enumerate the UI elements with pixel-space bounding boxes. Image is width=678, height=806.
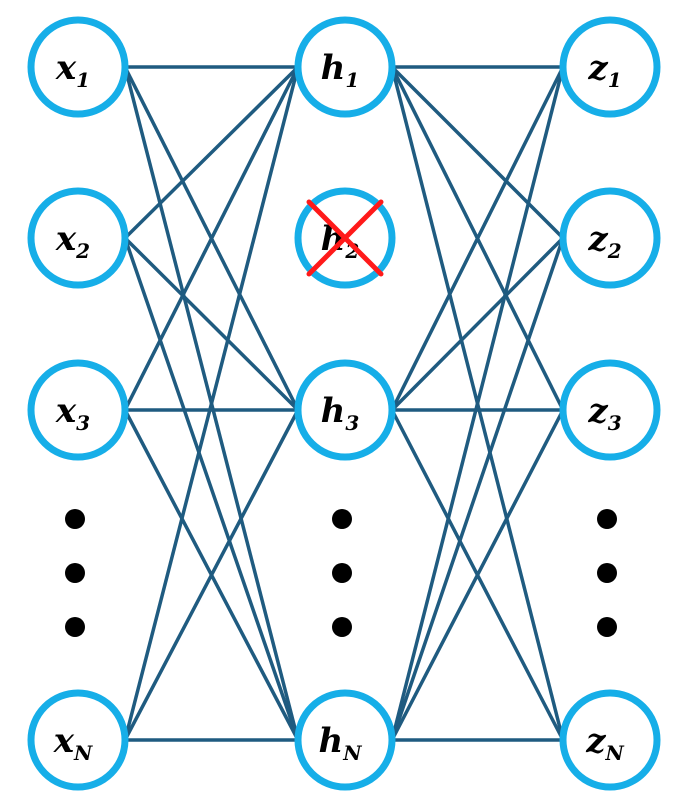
edge-h3-z2 [390, 236, 565, 412]
node-z-3: z3 [559, 359, 661, 461]
node-label-base: x [55, 391, 77, 431]
ellipsis-dot [597, 617, 617, 637]
ellipsis-dot [332, 617, 352, 637]
node-z-2: z2 [559, 187, 661, 289]
node-circle [294, 359, 396, 461]
node-label: h1 [321, 48, 360, 92]
ellipsis-dot [332, 563, 352, 583]
edge-x2-h3 [123, 236, 300, 412]
node-circle [559, 187, 661, 289]
ellipsis-dot [65, 509, 85, 529]
node-x-3: x3 [27, 359, 129, 461]
node-circle [559, 689, 661, 791]
ellipsis-dot [597, 509, 617, 529]
edge-x2-h1 [123, 65, 300, 240]
node-label-subscript: 1 [608, 68, 622, 92]
edge-h3-z1 [390, 66, 565, 411]
node-label-base: x [55, 219, 77, 259]
node-circle [27, 689, 129, 791]
node-label-subscript: 3 [76, 411, 90, 435]
node-label-subscript: 2 [75, 239, 90, 263]
node-label-subscript: 1 [76, 68, 90, 92]
node-circle [294, 16, 396, 118]
node-label-subscript: N [73, 741, 93, 765]
node-label-base: x [53, 721, 75, 761]
node-label: x1 [55, 48, 90, 92]
edge-x2-hN [123, 237, 300, 741]
edge-h1-z2 [390, 65, 565, 240]
node-h-1: h1 [294, 16, 396, 118]
node-label-subscript: N [342, 741, 362, 765]
node-x-2: x2 [27, 187, 129, 289]
node-x-N: xN [27, 689, 129, 791]
node-label: zN [585, 721, 624, 765]
node-circle [559, 16, 661, 118]
node-circle [27, 359, 129, 461]
node-circle [27, 187, 129, 289]
connection-edges [123, 65, 565, 742]
edge-xN-h1 [123, 66, 300, 741]
node-x-1: x1 [27, 16, 129, 118]
node-label-subscript: 3 [608, 411, 622, 435]
node-label-base: h [318, 721, 343, 761]
node-label-subscript: 3 [345, 411, 359, 435]
node-label-base: z [587, 391, 608, 431]
node-label-base: z [587, 219, 608, 259]
node-z-N: zN [559, 689, 661, 791]
node-circle [294, 689, 396, 791]
edge-hN-z2 [390, 237, 565, 741]
edge-hN-z1 [390, 66, 565, 741]
ellipsis-dot [65, 617, 85, 637]
node-h-3: h3 [294, 359, 396, 461]
node-z-1: z1 [559, 16, 661, 118]
node-label: z2 [587, 219, 621, 263]
node-h-2: h2 [294, 187, 396, 289]
node-label-base: x [55, 48, 77, 88]
node-h-N: hN [294, 689, 396, 791]
edge-x3-h1 [123, 66, 300, 411]
ellipsis-dot [65, 563, 85, 583]
node-label: z1 [587, 48, 621, 92]
node-label-subscript: 2 [344, 239, 359, 263]
ellipsis-dot [597, 563, 617, 583]
node-label: x3 [55, 391, 90, 435]
node-circle [559, 359, 661, 461]
node-label-subscript: 2 [607, 239, 622, 263]
edge-hN-z3 [390, 409, 565, 741]
node-label: z3 [587, 391, 621, 435]
ellipsis-dots [65, 509, 617, 637]
node-circle [27, 16, 129, 118]
ellipsis-dot [332, 509, 352, 529]
node-label: xN [53, 721, 93, 765]
node-label-base: z [587, 48, 608, 88]
node-label-base: h [321, 391, 346, 431]
node-label: x2 [55, 219, 90, 263]
node-label: h3 [321, 391, 360, 435]
node-label: hN [318, 721, 362, 765]
dropout-cross-icon [306, 199, 384, 277]
edge-xN-h3 [123, 409, 300, 741]
node-label-subscript: 1 [345, 68, 359, 92]
node-label-base: h [321, 48, 346, 88]
node-label-base: z [585, 721, 606, 761]
node-label-subscript: N [605, 741, 625, 765]
